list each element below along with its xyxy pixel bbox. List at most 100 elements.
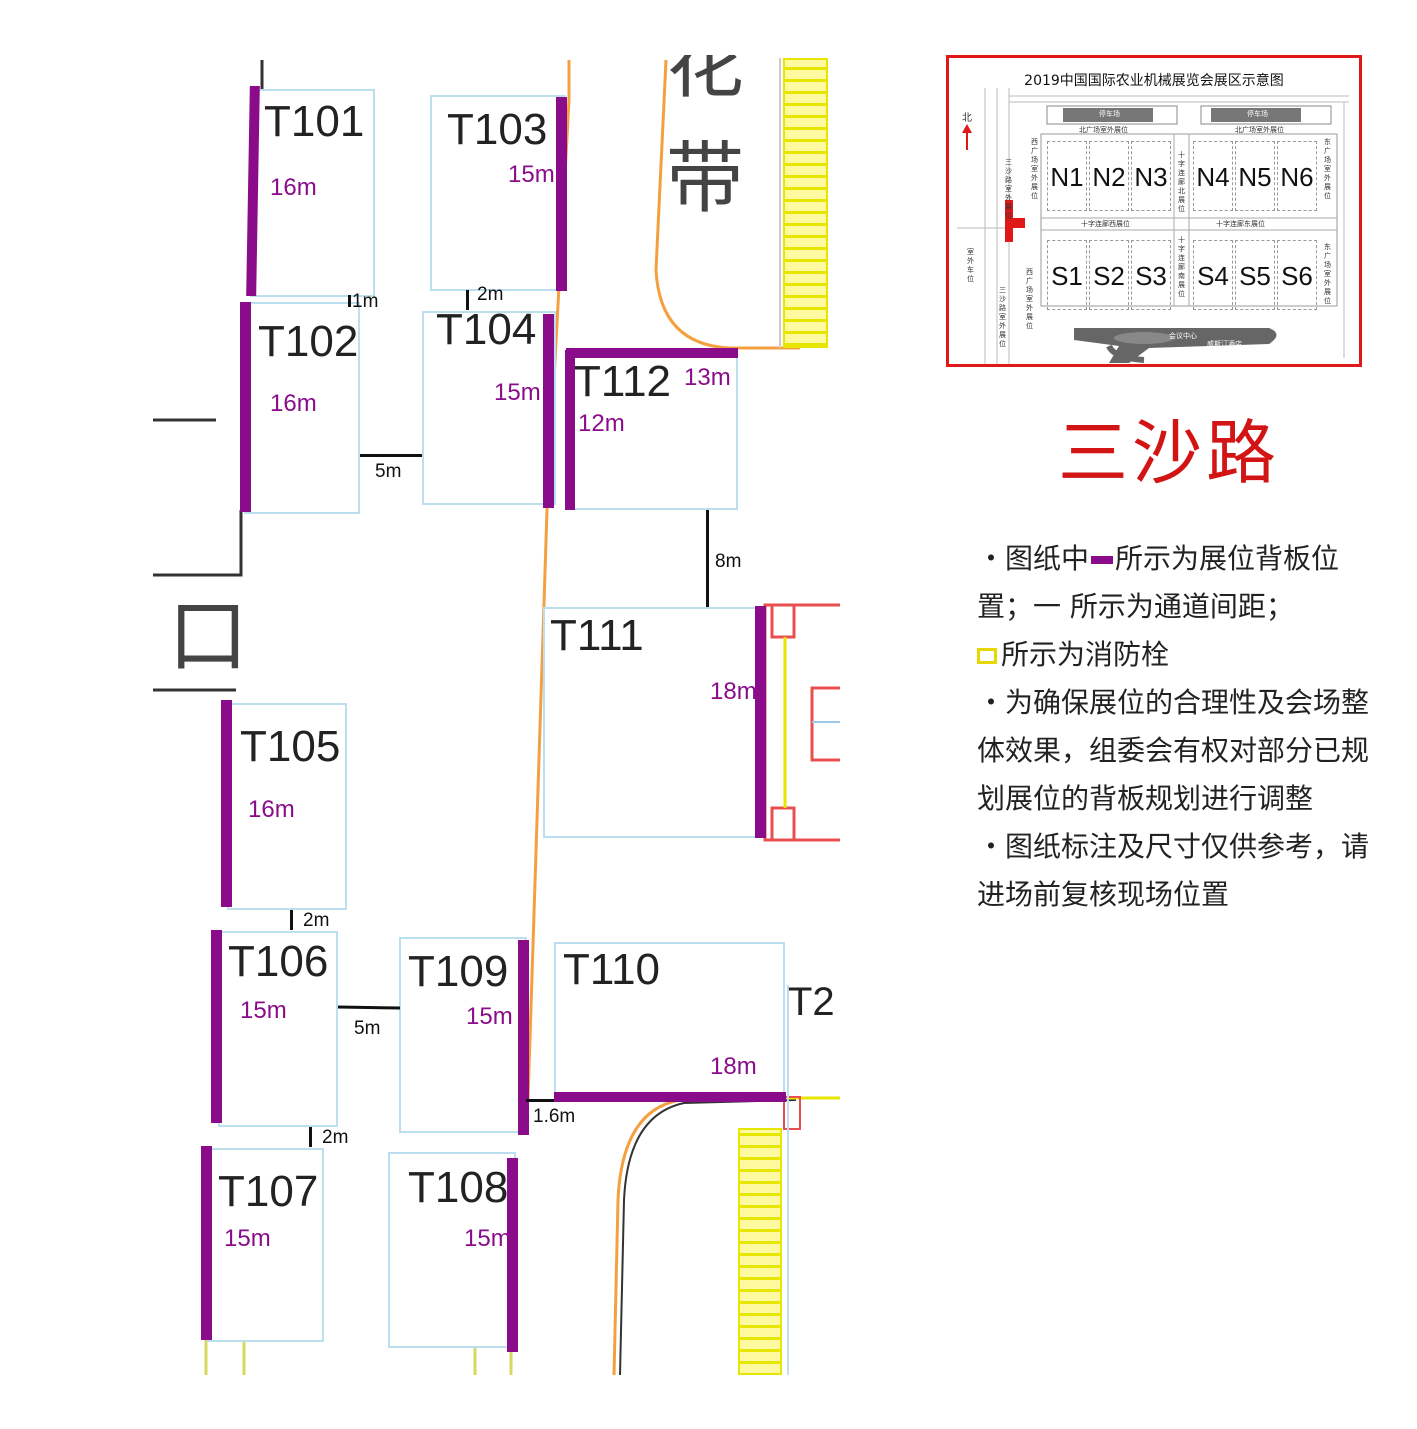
backboard-T107 bbox=[201, 1146, 212, 1340]
booth-T106[interactable] bbox=[218, 931, 338, 1127]
outdoor-vehicle-label: 室外车位 bbox=[967, 248, 974, 283]
backboard-T108 bbox=[507, 1158, 518, 1352]
gap-line-2m-bottom bbox=[309, 1127, 312, 1147]
backboard-T112-top bbox=[566, 348, 738, 358]
map-area: 花 带 口 bbox=[150, 55, 840, 1375]
backboard-T104 bbox=[543, 314, 554, 508]
hall-S5[interactable]: S5 bbox=[1235, 240, 1275, 310]
backboard-T110 bbox=[554, 1092, 786, 1102]
booth-dim-T111: 18m bbox=[710, 678, 757, 705]
booth-dim-T109: 15m bbox=[466, 1003, 513, 1030]
note-1-prefix: ・图纸中 bbox=[977, 542, 1090, 575]
hall-N3[interactable]: N3 bbox=[1131, 141, 1171, 211]
hydrant-legend-icon bbox=[977, 648, 997, 664]
booth-T105[interactable] bbox=[227, 703, 347, 910]
north-label: 北 bbox=[962, 113, 972, 124]
booth-label-T108: T108 bbox=[408, 1163, 509, 1212]
north-outdoor-label-west: 北广场室外展位 bbox=[1079, 126, 1128, 134]
booth-dim-T112-top: 13m bbox=[684, 364, 731, 391]
note-1-hydrant: 所示为消防栓 bbox=[1001, 638, 1170, 671]
booth-label-T103: T103 bbox=[447, 105, 548, 154]
gap-line-8m bbox=[706, 510, 709, 607]
backboard-T111 bbox=[755, 606, 766, 838]
booth-label-T110: T110 bbox=[563, 945, 661, 994]
booth-dim-T104: 15m bbox=[494, 379, 541, 406]
hall-N2[interactable]: N2 bbox=[1089, 141, 1129, 211]
west-outdoor-label-south: 西广场室外展位 bbox=[1026, 268, 1033, 330]
gap-label-1-6m: 1.6m bbox=[533, 1106, 576, 1127]
gap-label-5m-bottom: 5m bbox=[354, 1018, 381, 1039]
east-outdoor-label-south: 东广场室外展位 bbox=[1324, 243, 1331, 305]
north-arrow-icon bbox=[962, 124, 972, 150]
booth-T101[interactable] bbox=[250, 89, 375, 297]
hall-S4[interactable]: S4 bbox=[1193, 240, 1233, 310]
note-1: ・图纸中所示为展位背板位置；一 所示为通道间距； 所示为消防栓 bbox=[977, 535, 1377, 679]
booth-dim-T103: 15m bbox=[508, 161, 555, 188]
booth-T109[interactable] bbox=[399, 937, 527, 1133]
booth-label-T2: T2 bbox=[788, 980, 835, 1024]
cross-west-label: 十字连廊西展位 bbox=[1081, 220, 1130, 228]
cross-south-label: 十字连廊南展位 bbox=[1178, 236, 1185, 298]
booth-label-T105: T105 bbox=[240, 722, 341, 771]
site-map-title: 2019中国国际农业机械展览会展区示意图 bbox=[1024, 73, 1284, 89]
site-map-drawing bbox=[957, 88, 1349, 364]
booth-T107[interactable] bbox=[207, 1148, 324, 1342]
booth-label-T106: T106 bbox=[228, 937, 329, 986]
gap-line-1m bbox=[348, 295, 351, 307]
booth-T104[interactable] bbox=[422, 311, 556, 505]
gap-label-2m-top: 2m bbox=[477, 284, 504, 305]
west-outdoor-label-north: 西广场室外展位 bbox=[1031, 138, 1038, 200]
backboard-T105 bbox=[221, 700, 232, 907]
gap-label-2m-mid: 2m bbox=[303, 910, 330, 931]
hall-S2[interactable]: S2 bbox=[1089, 240, 1129, 310]
gap-label-2m-bottom: 2m bbox=[322, 1127, 349, 1148]
booth-label-T111: T111 bbox=[550, 611, 644, 660]
sansha-outdoor-label-south: 三沙路室外展位 bbox=[999, 286, 1006, 348]
booth-dim-T101: 16m bbox=[270, 174, 317, 201]
fire-hydrant-strip-top bbox=[783, 58, 828, 348]
north-outdoor-label-east: 北广场室外展位 bbox=[1235, 126, 1284, 134]
backboard-T106 bbox=[211, 930, 222, 1123]
hall-S1[interactable]: S1 bbox=[1047, 240, 1087, 310]
gap-line-2m-mid bbox=[290, 910, 293, 930]
cross-east-label: 十字连廊东展位 bbox=[1216, 220, 1265, 228]
booth-T102[interactable] bbox=[244, 302, 360, 514]
booth-T103[interactable] bbox=[430, 95, 566, 291]
booth-dim-T106: 15m bbox=[240, 997, 287, 1024]
booth-dim-T110: 18m bbox=[710, 1053, 757, 1080]
booth-label-T101: T101 bbox=[264, 97, 365, 146]
gap-line-5m-top bbox=[360, 454, 422, 457]
hall-N6[interactable]: N6 bbox=[1277, 141, 1317, 211]
backboard-T103 bbox=[556, 97, 567, 291]
note-2: ・为确保展位的合理性及会场整体效果，组委会有权对部分已规划展位的背板规划进行调整 bbox=[977, 686, 1370, 815]
legend-notes: ・图纸中所示为展位背板位置；一 所示为通道间距； 所示为消防栓 ・为确保展位的合… bbox=[977, 535, 1377, 919]
booth-T110[interactable] bbox=[554, 942, 785, 1098]
gap-line-2m-top bbox=[466, 290, 469, 310]
gap-line-1-6m bbox=[526, 1099, 554, 1102]
booth-label-T104: T104 bbox=[436, 305, 537, 354]
backboard-T109 bbox=[518, 940, 529, 1135]
hotel-label: 威斯汀酒店 bbox=[1207, 340, 1242, 348]
booth-label-T112: T112 bbox=[574, 357, 672, 406]
booth-label-T107: T107 bbox=[218, 1167, 319, 1216]
sansha-outdoor-label-north: 三沙路室外展位 bbox=[1005, 158, 1012, 220]
backboard-T102 bbox=[240, 302, 251, 512]
hall-S3[interactable]: S3 bbox=[1131, 240, 1171, 310]
hall-S6[interactable]: S6 bbox=[1277, 240, 1317, 310]
hall-N1[interactable]: N1 bbox=[1047, 141, 1087, 211]
hall-N4[interactable]: N4 bbox=[1193, 141, 1233, 211]
gap-label-8m: 8m bbox=[715, 551, 742, 572]
booth-dim-T102: 16m bbox=[270, 390, 317, 417]
booth-dim-T107: 15m bbox=[224, 1225, 271, 1252]
gap-label-5m-top: 5m bbox=[375, 461, 402, 482]
booth-label-T102: T102 bbox=[258, 317, 359, 366]
booth-dim-T108: 15m bbox=[464, 1225, 511, 1252]
cross-north-label: 十字连廊北展位 bbox=[1178, 151, 1185, 213]
note-1-body: 所示为展位背板位置；一 所示为通道间距； bbox=[977, 542, 1340, 623]
map-char-kou: 口 bbox=[168, 590, 248, 683]
hall-N5[interactable]: N5 bbox=[1235, 141, 1275, 211]
booth-label-T109: T109 bbox=[408, 947, 509, 996]
parking-label-east: 停车场 bbox=[1247, 110, 1268, 118]
conference-label: 会议中心 bbox=[1169, 332, 1197, 340]
backboard-legend-icon bbox=[1091, 556, 1114, 564]
